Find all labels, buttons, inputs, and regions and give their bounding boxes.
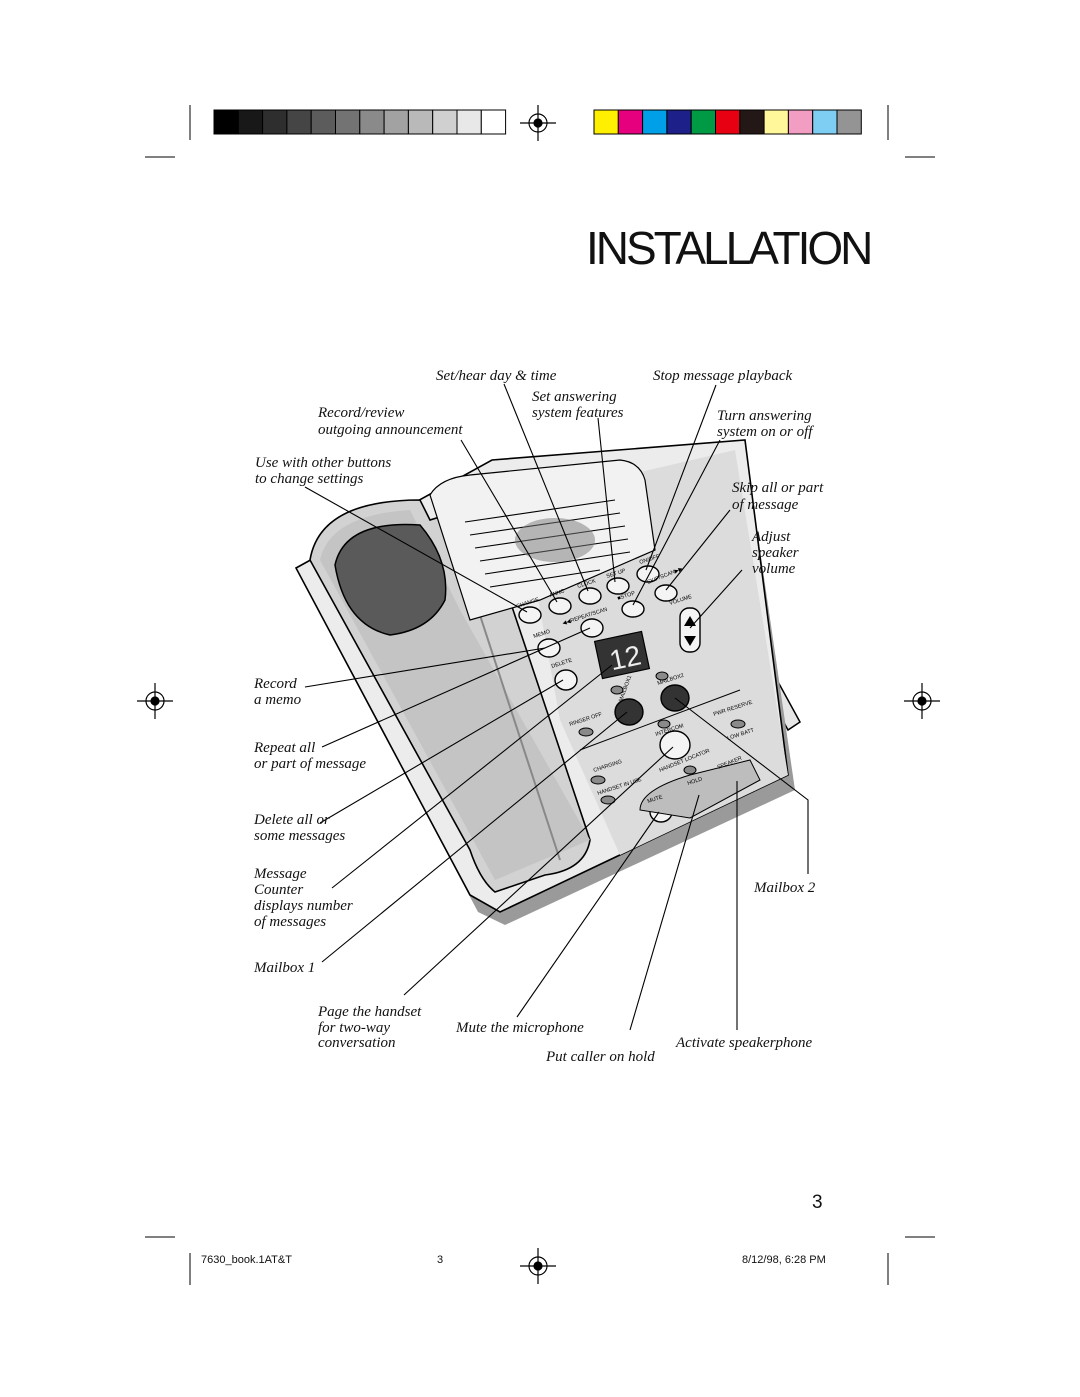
gray-swatch bbox=[335, 109, 361, 135]
gray-swatch bbox=[359, 109, 385, 135]
repeat-key bbox=[580, 618, 604, 638]
label-skip-2: of message bbox=[732, 497, 799, 513]
clock-key bbox=[578, 587, 602, 605]
intercom-led bbox=[657, 719, 671, 729]
label-page-handset-3: conversation bbox=[318, 1035, 396, 1051]
pwr-reserve-led bbox=[730, 719, 746, 729]
color-swatch bbox=[690, 109, 717, 135]
stop-label: ■STOP bbox=[617, 590, 636, 601]
clock-label: CLOCK bbox=[577, 578, 597, 590]
label-set-answering-1: Set answering bbox=[532, 389, 617, 405]
mute-label: MUTE bbox=[647, 794, 664, 805]
label-set-answering-2: system features bbox=[532, 405, 624, 421]
label-counter-3: displays number bbox=[254, 898, 353, 914]
mailbox1-key bbox=[614, 698, 644, 726]
registration-mark-bottom bbox=[520, 1248, 556, 1284]
label-use-with-1: Use with other buttons bbox=[255, 455, 392, 471]
color-swatch bbox=[617, 109, 644, 135]
color-swatch bbox=[642, 109, 668, 135]
memo-label: MEMO bbox=[533, 629, 552, 640]
label-adjust-2: speaker bbox=[752, 545, 799, 561]
label-delete-1: Delete all or bbox=[254, 812, 330, 828]
setup-label: SET UP bbox=[606, 568, 627, 580]
page-number: 3 bbox=[812, 1192, 823, 1213]
footer-file: 7630_book.1AT&T bbox=[201, 1254, 292, 1266]
annc-label: ANNC bbox=[549, 588, 566, 599]
label-counter-2: Counter bbox=[254, 882, 304, 898]
label-page-handset-2: for two-way bbox=[318, 1020, 391, 1036]
registration-mark-top bbox=[520, 105, 556, 141]
annc-key bbox=[548, 597, 572, 615]
leader-lines bbox=[304, 383, 809, 1031]
color-swatch bbox=[812, 109, 838, 135]
delete-key bbox=[554, 669, 578, 691]
grayscale-bar bbox=[213, 109, 507, 135]
label-counter-1: Message bbox=[254, 866, 307, 882]
label-record-memo-1: Record bbox=[254, 676, 297, 692]
registration-mark-right bbox=[904, 683, 940, 719]
ringer-off-led bbox=[578, 727, 594, 737]
label-turn-answering-1: Turn answering bbox=[717, 408, 812, 424]
gray-swatch bbox=[456, 109, 482, 135]
label-skip-1: Skip all or part bbox=[732, 480, 824, 496]
charging-led bbox=[590, 775, 606, 785]
label-page-handset-1: Page the handset bbox=[318, 1004, 422, 1020]
volume-control bbox=[679, 607, 701, 653]
label-hold: Put caller on hold bbox=[546, 1049, 655, 1065]
color-swatch bbox=[836, 109, 862, 135]
memo-key bbox=[537, 638, 561, 658]
message-counter-display bbox=[593, 630, 651, 680]
color-swatch bbox=[666, 109, 692, 135]
mailbox2-led bbox=[655, 671, 669, 681]
gray-swatch bbox=[480, 109, 507, 135]
label-delete-2: some messages bbox=[254, 828, 346, 844]
label-mailbox2: Mailbox 2 bbox=[754, 880, 816, 896]
color-swatch bbox=[593, 109, 619, 135]
label-adjust-3: volume bbox=[752, 561, 796, 577]
gray-swatch bbox=[237, 109, 264, 135]
label-set-hear-day: Set/hear day & time bbox=[436, 368, 557, 384]
counter-text: 12 bbox=[607, 639, 644, 676]
stop-key bbox=[621, 600, 645, 618]
color-bar bbox=[593, 109, 862, 135]
label-turn-answering-2: system on or off bbox=[717, 424, 813, 440]
page-title: INSTALLATION bbox=[586, 222, 873, 274]
skip-key bbox=[654, 584, 678, 602]
gray-swatch bbox=[407, 109, 434, 135]
registration-mark-left bbox=[137, 683, 173, 719]
label-mailbox1: Mailbox 1 bbox=[254, 960, 316, 976]
label-record-review-2: outgoing announcement bbox=[318, 422, 463, 438]
label-stop-playback: Stop message playback bbox=[653, 368, 793, 384]
footer-page: 3 bbox=[437, 1254, 444, 1266]
color-swatch bbox=[715, 109, 741, 135]
footer-date: 8/12/98, 6:28 PM bbox=[742, 1254, 826, 1266]
locator-led bbox=[683, 765, 697, 775]
gray-swatch bbox=[383, 109, 409, 135]
hold-label: HOLD bbox=[687, 776, 703, 786]
label-counter-4: of messages bbox=[254, 914, 327, 930]
label-record-memo-2: a memo bbox=[254, 692, 302, 708]
label-speakerphone: Activate speakerphone bbox=[676, 1035, 813, 1051]
label-repeat-2: or part of message bbox=[254, 756, 367, 772]
label-adjust-1: Adjust bbox=[752, 529, 791, 545]
label-repeat-1: Repeat all bbox=[254, 740, 316, 756]
setup-key bbox=[606, 577, 630, 595]
gray-swatch bbox=[213, 109, 239, 135]
label-record-review-1: Record/review bbox=[318, 405, 405, 421]
label-mute: Mute the microphone bbox=[456, 1020, 584, 1036]
label-use-with-2: to change settings bbox=[255, 471, 364, 487]
color-swatch bbox=[739, 109, 765, 135]
mailbox1-led bbox=[610, 685, 624, 695]
color-swatch bbox=[763, 109, 789, 135]
